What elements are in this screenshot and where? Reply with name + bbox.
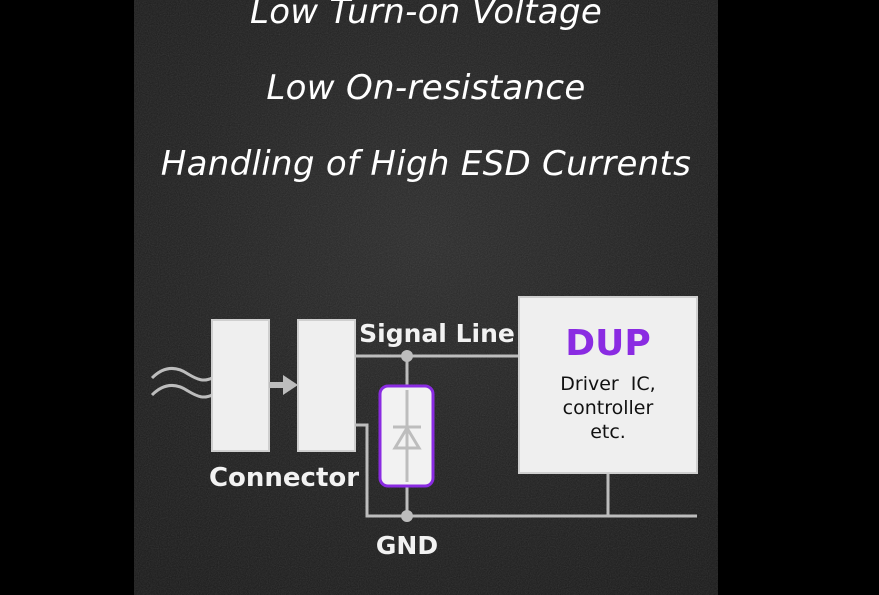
signal-wave-icon xyxy=(150,384,213,399)
connector-block-left xyxy=(211,319,270,452)
feature-turn-on-voltage: Low Turn-on Voltage xyxy=(249,0,603,32)
dup-description-line-1: Driver IC, xyxy=(560,373,655,395)
signal-wave-icon xyxy=(150,367,213,382)
gnd-label: GND xyxy=(376,531,438,560)
diode-icon xyxy=(392,425,422,450)
dup-description-line-2: controller xyxy=(563,397,654,419)
gnd-wire xyxy=(355,423,697,518)
connector-label: Connector xyxy=(209,463,359,493)
signal-line-label: Signal Line xyxy=(359,319,515,348)
dup-box xyxy=(518,296,698,474)
arrow-right-icon xyxy=(283,375,298,395)
connector-block-right xyxy=(297,319,356,452)
dup-title: DUP xyxy=(565,323,651,364)
signal-junction-dot xyxy=(401,350,413,362)
feature-on-resistance: Low On-resistance xyxy=(266,68,586,108)
feature-esd-currents: Handling of High ESD Currents xyxy=(160,144,692,184)
dup-description-line-3: etc. xyxy=(590,421,626,443)
gnd-junction-dot xyxy=(401,510,413,522)
